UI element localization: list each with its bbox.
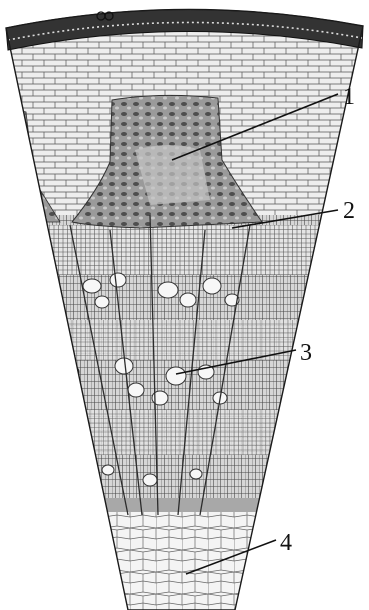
callout-label-4: 4 xyxy=(280,530,292,556)
callout-label-1: 1 xyxy=(343,84,355,110)
callout-label-2: 2 xyxy=(343,198,355,224)
xylem-middle-band xyxy=(0,320,369,360)
callout-label-3: 3 xyxy=(300,340,312,366)
pith-region xyxy=(0,512,369,610)
cambium-band xyxy=(0,498,369,512)
